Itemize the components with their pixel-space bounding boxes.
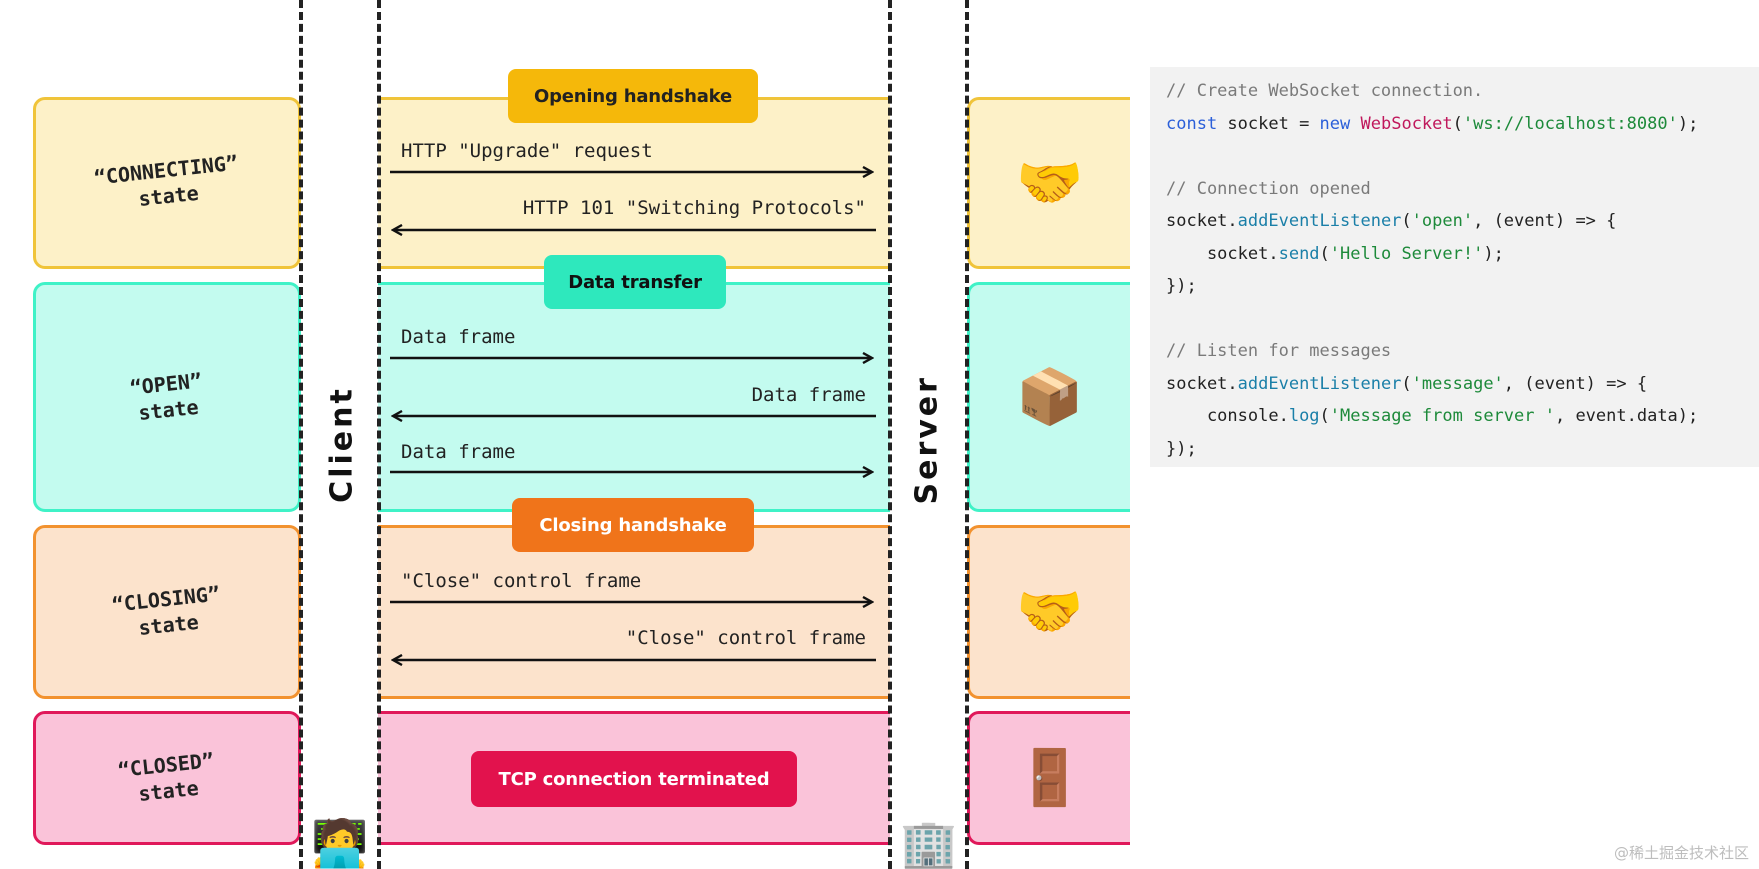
server-band-closed: 🚪 bbox=[967, 711, 1130, 845]
door-icon: 🚪 bbox=[1016, 746, 1084, 809]
server-band-closing: 🤝 bbox=[967, 525, 1130, 699]
pill-data-transfer: Data transfer bbox=[544, 255, 726, 309]
code-keyword: new bbox=[1319, 113, 1351, 134]
server-band-connecting: 🤝 bbox=[967, 97, 1130, 269]
pill-closing-handshake: Closing handshake bbox=[512, 498, 754, 552]
code-string: 'open' bbox=[1411, 211, 1474, 231]
code-text: socket. bbox=[1166, 373, 1238, 394]
code-string: 'message' bbox=[1411, 373, 1504, 394]
msg-upgrade: HTTP "Upgrade" request bbox=[401, 140, 653, 162]
code-text: console. bbox=[1166, 406, 1289, 426]
code-comment: // Create WebSocket connection. bbox=[1166, 81, 1484, 101]
server-band-open: 📦 bbox=[967, 282, 1130, 512]
msg-data2: Data frame bbox=[751, 384, 866, 406]
code-text: ); bbox=[1677, 113, 1699, 134]
code-function: addEventListener bbox=[1237, 211, 1402, 231]
code-text: socket. bbox=[1166, 211, 1238, 231]
phase-band-connecting bbox=[378, 97, 890, 269]
code-text: , (event) => { bbox=[1503, 373, 1648, 394]
code-text: ); bbox=[1483, 243, 1504, 264]
package-icon: 📦 bbox=[1016, 365, 1084, 428]
code-text: socket = bbox=[1217, 113, 1320, 134]
code-function: send bbox=[1278, 243, 1320, 264]
watermark: @稀土掘金技术社区 bbox=[1613, 844, 1749, 862]
state-closing: “CLOSING” state bbox=[33, 525, 301, 699]
server-building-icon: 🏢 bbox=[900, 816, 958, 869]
phase-band-closing bbox=[378, 525, 890, 699]
code-text: }); bbox=[1166, 276, 1197, 296]
code-keyword: const bbox=[1166, 113, 1218, 134]
code-string: 'ws://localhost:8080' bbox=[1462, 113, 1678, 134]
msg-data3: Data frame bbox=[401, 441, 516, 463]
msg-data1: Data frame bbox=[401, 326, 516, 348]
code-string: 'Hello Server!' bbox=[1329, 243, 1484, 264]
code-function: addEventListener bbox=[1237, 373, 1402, 394]
code-string: 'Message from server ' bbox=[1329, 406, 1555, 426]
code-class: WebSocket bbox=[1360, 113, 1453, 134]
pill-opening-handshake: Opening handshake bbox=[508, 69, 758, 123]
code-comment: // Listen for messages bbox=[1166, 341, 1392, 361]
client-person-icon: 🧑‍💻 bbox=[311, 816, 369, 869]
state-connecting: “CONNECTING” state bbox=[33, 97, 301, 269]
code-function: log bbox=[1288, 406, 1320, 426]
code-text: , (event) => { bbox=[1473, 211, 1617, 231]
handshake-icon: 🤝 bbox=[1016, 580, 1084, 643]
code-comment: // Connection opened bbox=[1166, 178, 1371, 199]
code-text: }); bbox=[1166, 438, 1197, 459]
server-lane-line-right bbox=[965, 0, 969, 869]
server-lane-line-left bbox=[888, 0, 892, 869]
code-text: , event.data); bbox=[1554, 406, 1699, 426]
code-text: socket. bbox=[1166, 243, 1279, 264]
msg-switching: HTTP 101 "Switching Protocols" bbox=[522, 197, 866, 219]
client-lane-line-right bbox=[377, 0, 381, 869]
state-open: “OPEN” state bbox=[33, 282, 301, 512]
client-lane-line-left bbox=[299, 0, 303, 869]
handshake-icon: 🤝 bbox=[1016, 151, 1084, 214]
code-snippet: // Create WebSocket connection. const so… bbox=[1150, 67, 1759, 467]
msg-close1: "Close" control frame bbox=[401, 570, 642, 592]
msg-close2: "Close" control frame bbox=[625, 627, 866, 649]
pill-tcp-terminated: TCP connection terminated bbox=[471, 751, 797, 807]
